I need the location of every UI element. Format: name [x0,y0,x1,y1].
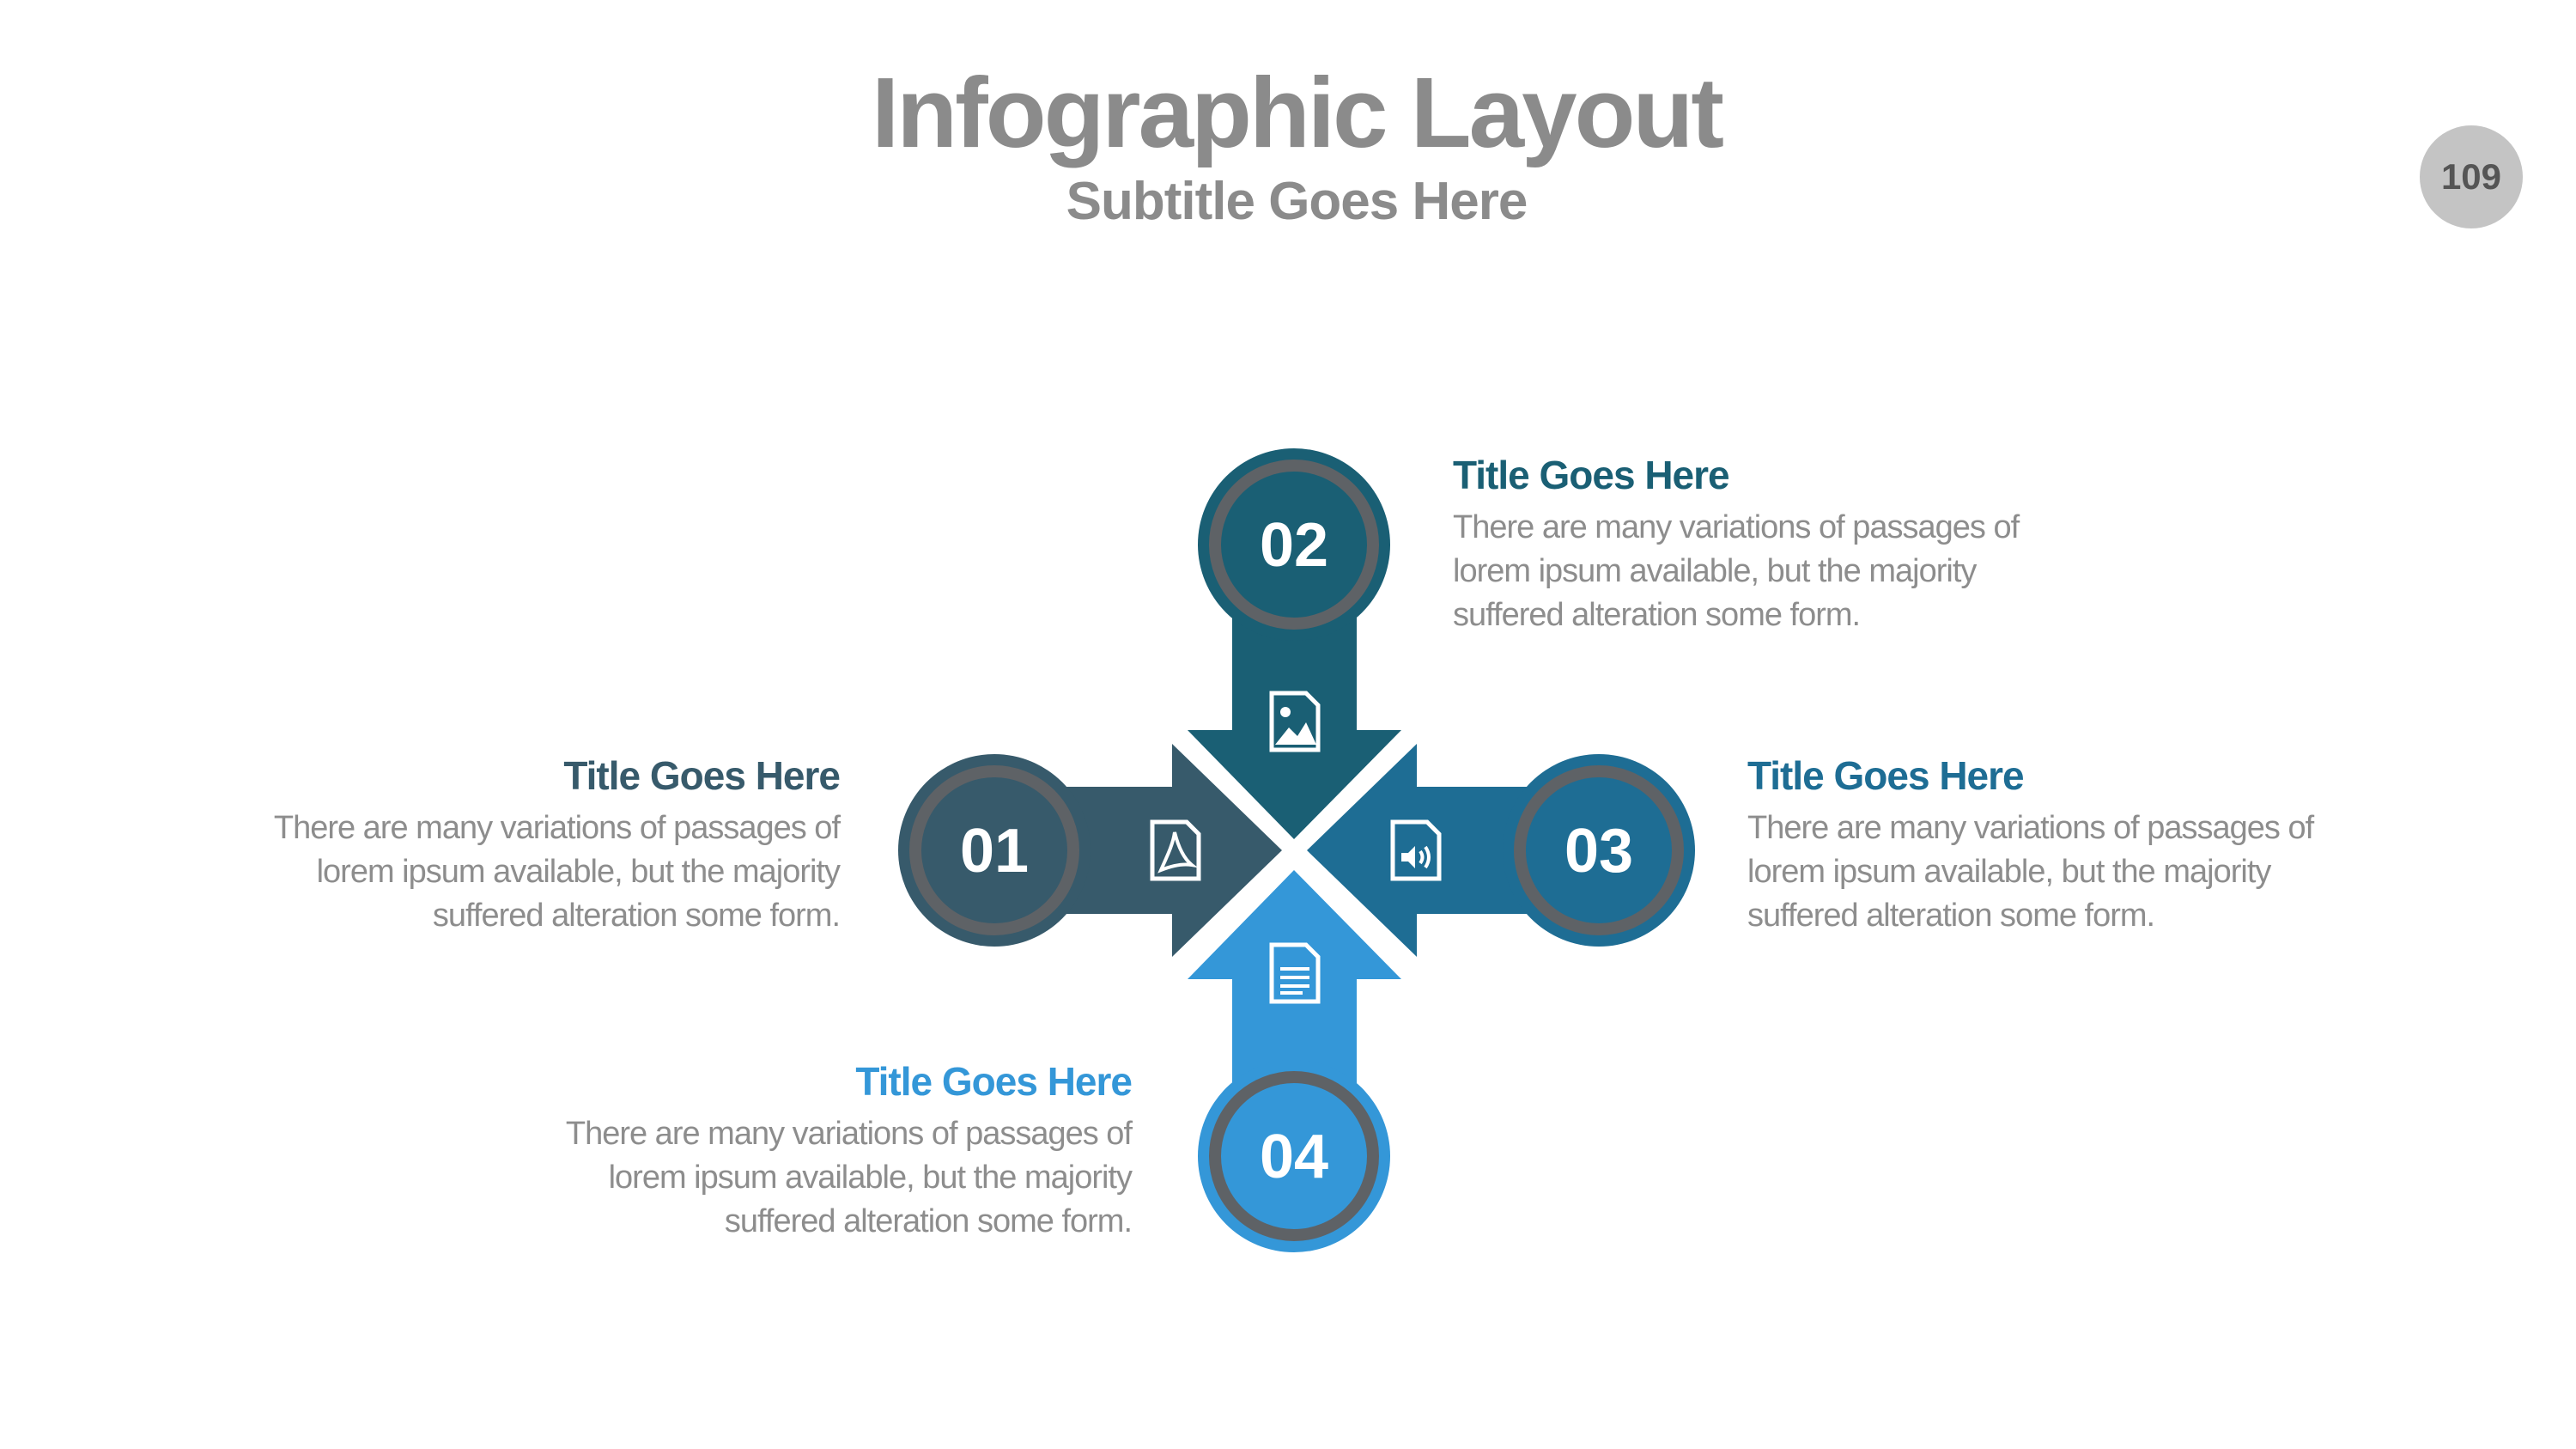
step-03-title: Title Goes Here [1747,753,2025,798]
step-01-title: Title Goes Here [563,753,841,798]
page-number-badge: 109 [2420,125,2523,228]
step-04-circle-outer [1198,1060,1390,1252]
step-04-title: Title Goes Here [855,1059,1133,1104]
arrow-01-head [1172,744,1282,957]
page-title: Infographic Layout [872,57,1724,168]
arrow-01: 01 [898,744,1282,957]
arrow-02-head [1188,730,1401,839]
step-04-ring [1209,1071,1379,1241]
step-02-title: Title Goes Here [1453,453,1730,497]
arrow-04: 04 [1188,870,1401,1252]
step-03-text: Title Goes Here There are many variation… [1747,752,2348,938]
step-02-ring [1209,460,1379,630]
image-file-icon [1269,691,1321,752]
page-subtitle: Subtitle Goes Here [1066,172,1528,231]
step-03-ring [1514,765,1684,935]
arrow-02: 02 [1188,448,1401,839]
step-01-ring [909,765,1079,935]
step-02-circle-outer [1198,448,1390,641]
arrow-03-head [1307,744,1417,957]
step-03-circle-outer [1503,754,1695,947]
step-04-body: There are many variations of passages of… [565,1116,1133,1240]
step-04-text: Title Goes Here There are many variation… [531,1058,1133,1244]
step-01-body: There are many variations of passages of… [273,810,841,935]
arrow-04-head [1188,870,1401,979]
step-01-circle-outer [898,754,1091,947]
audio-file-icon [1390,819,1442,881]
pdf-file-icon [1150,819,1201,881]
step-03-body: There are many variations of passages of… [1747,810,2314,935]
arrow-03: 03 [1307,744,1695,957]
step-02-body: There are many variations of passages of… [1453,509,2020,634]
step-01-number: 01 [960,817,1029,886]
step-02-text: Title Goes Here There are many variation… [1453,452,2054,637]
step-04-number: 04 [1260,1123,1328,1191]
step-03-number: 03 [1564,817,1633,886]
step-02-number: 02 [1260,511,1328,580]
step-01-text: Title Goes Here There are many variation… [239,752,841,938]
text-document-icon [1269,942,1321,1004]
